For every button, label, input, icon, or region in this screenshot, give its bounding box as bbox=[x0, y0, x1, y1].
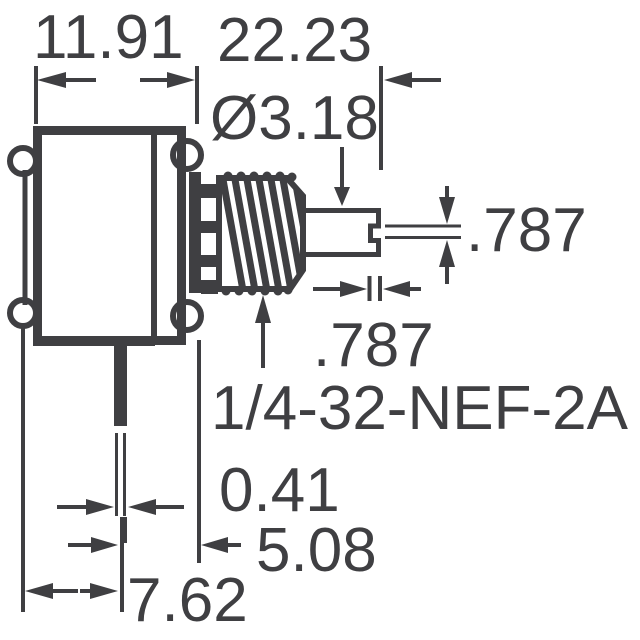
dim-label-overall-length: 22.23 bbox=[217, 6, 372, 75]
dim-label-slot-width: .787 bbox=[466, 196, 587, 265]
thread-outline bbox=[216, 175, 306, 292]
arrowhead-left-icon bbox=[25, 583, 53, 599]
dim-label-lead-offset: 5.08 bbox=[256, 516, 377, 585]
arrowhead-right-icon bbox=[340, 281, 367, 297]
lead-wire-solid bbox=[114, 345, 127, 426]
arrowhead-left-icon bbox=[128, 499, 156, 515]
dim-overall-length: 22.23 bbox=[217, 6, 441, 170]
arrowhead-up-icon bbox=[255, 295, 271, 323]
mounting-ear-bottom-right bbox=[170, 299, 204, 333]
arrowhead-left-icon bbox=[384, 72, 412, 88]
mounting-ear-top-right bbox=[170, 138, 204, 172]
lead-wire bbox=[114, 345, 127, 612]
arrowhead-right-icon bbox=[90, 583, 118, 599]
dim-label-slot-depth: .787 bbox=[313, 311, 434, 380]
bushing-flange bbox=[189, 172, 201, 293]
dim-label-body-width: 11.91 bbox=[33, 3, 184, 72]
dim-body-width: 11.91 bbox=[33, 3, 199, 124]
dim-lead-offset: 5.08 bbox=[68, 516, 377, 585]
dim-shaft-diameter: Ø3.18 bbox=[210, 84, 379, 206]
dim-slot-depth: .787 bbox=[313, 276, 434, 380]
dim-label-lead-spacing: 7.62 bbox=[127, 566, 248, 635]
housing-outline bbox=[33, 126, 186, 345]
arrowhead-left-icon bbox=[383, 281, 410, 297]
bushing-groove-1 bbox=[201, 221, 218, 233]
bushing-body bbox=[201, 184, 218, 294]
arrowhead-down-icon bbox=[334, 187, 350, 206]
component-body bbox=[7, 126, 204, 346]
thread-crests-top bbox=[223, 171, 297, 182]
shaft-outline bbox=[300, 208, 381, 257]
lead-wire-tip bbox=[120, 517, 127, 543]
arrowhead-right-icon bbox=[167, 72, 195, 88]
bushing-step-top bbox=[201, 184, 218, 198]
dim-lead-spacing: 7.62 bbox=[25, 566, 248, 635]
housing-base-plate bbox=[33, 336, 155, 346]
arrowhead-right-icon bbox=[86, 499, 114, 515]
dim-slot-width: .787 bbox=[439, 186, 587, 284]
shaft bbox=[300, 208, 461, 257]
thread-callout: 1/4-32-NEF-2A bbox=[211, 295, 629, 443]
thread-spec-label: 1/4-32-NEF-2A bbox=[211, 374, 629, 443]
thread-crests-bottom bbox=[221, 285, 293, 296]
dim-label-lead-diameter: 0.41 bbox=[219, 456, 340, 525]
dim-lead-diameter: 0.41 bbox=[57, 456, 340, 525]
bushing-groove-2 bbox=[201, 255, 218, 267]
arrowhead-left-icon bbox=[37, 72, 66, 88]
arrowhead-down-icon bbox=[439, 197, 455, 224]
arrowhead-up-icon bbox=[439, 240, 455, 267]
dim-label-shaft-diameter: Ø3.18 bbox=[210, 84, 379, 153]
thread-section bbox=[216, 171, 306, 296]
arrowhead-left-icon bbox=[201, 537, 228, 553]
bushing-step-bottom bbox=[201, 280, 218, 294]
arrowhead-right-icon bbox=[91, 537, 118, 553]
bushing bbox=[189, 172, 218, 294]
